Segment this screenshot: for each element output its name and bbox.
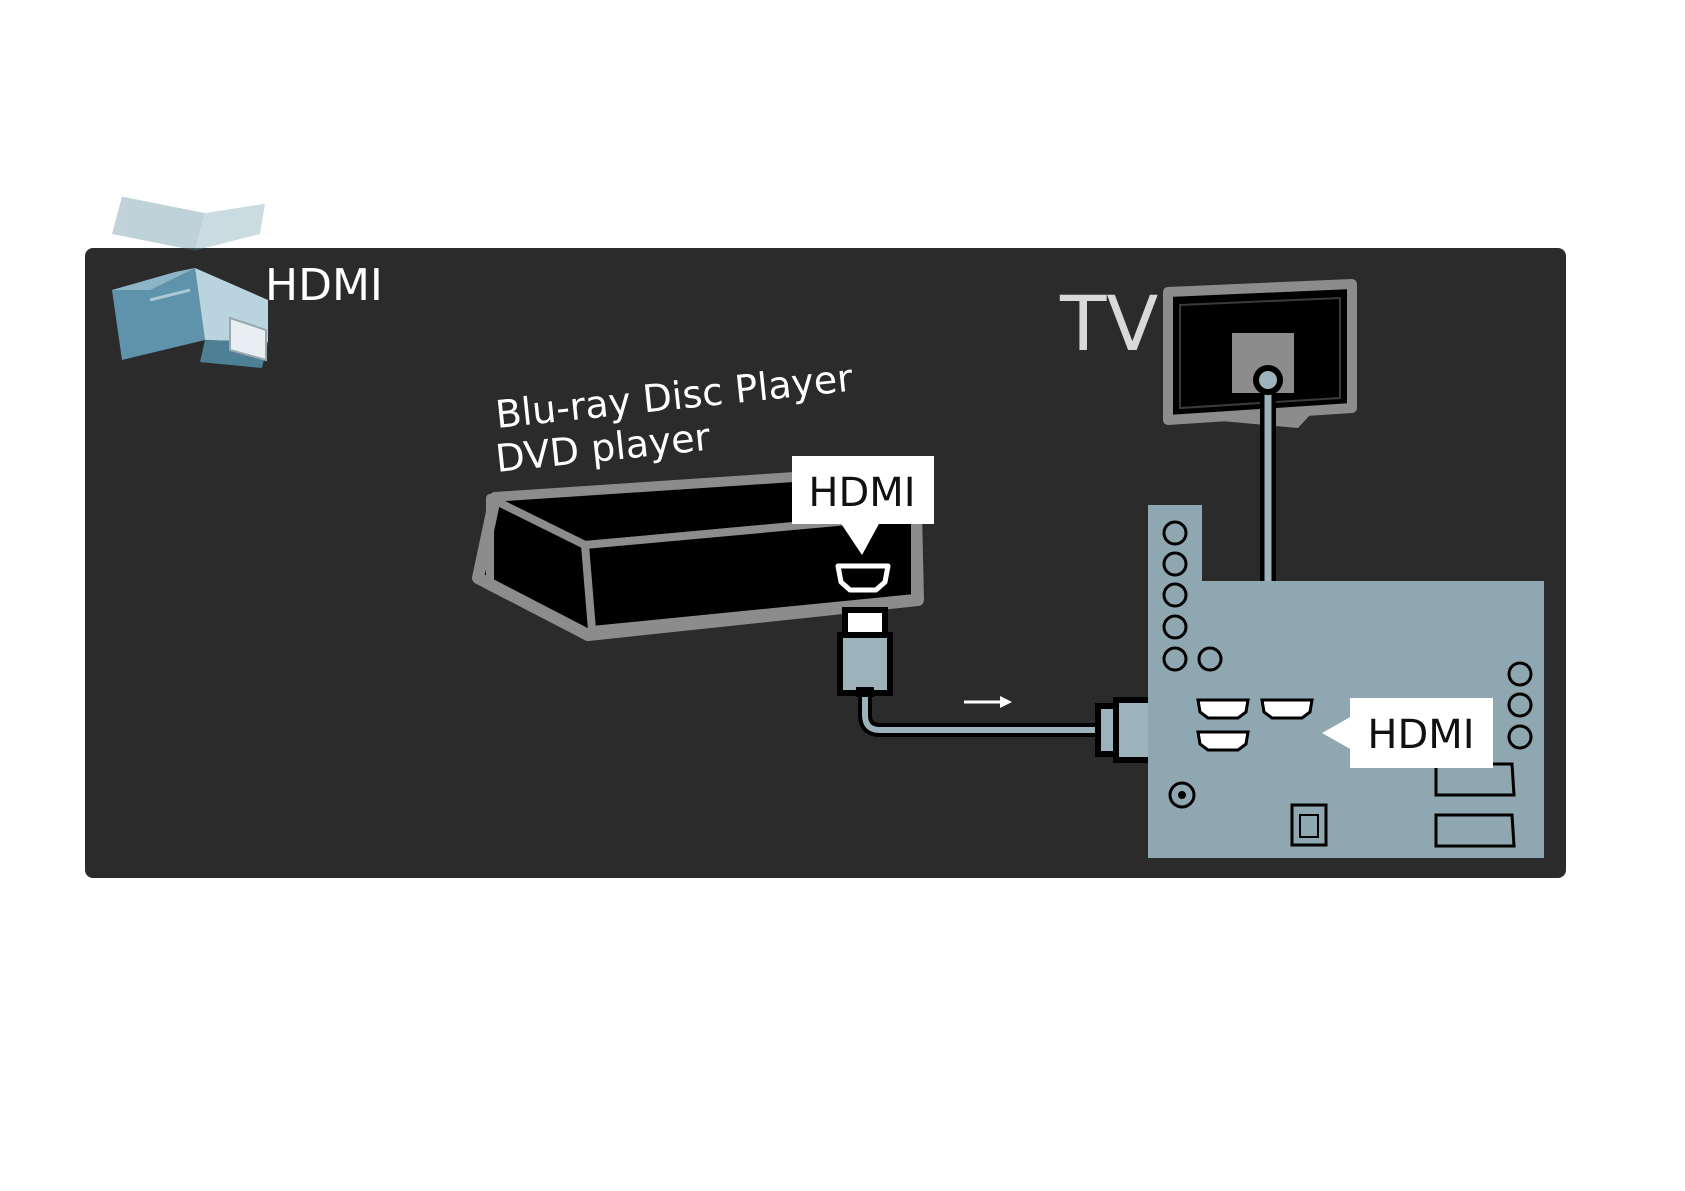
connector-type-label: HDMI xyxy=(265,260,383,311)
player-hdmi-callout-text: HDMI xyxy=(808,470,915,516)
tv-label: TV xyxy=(1059,279,1158,368)
tv-hdmi-callout-text: HDMI xyxy=(1367,712,1474,758)
